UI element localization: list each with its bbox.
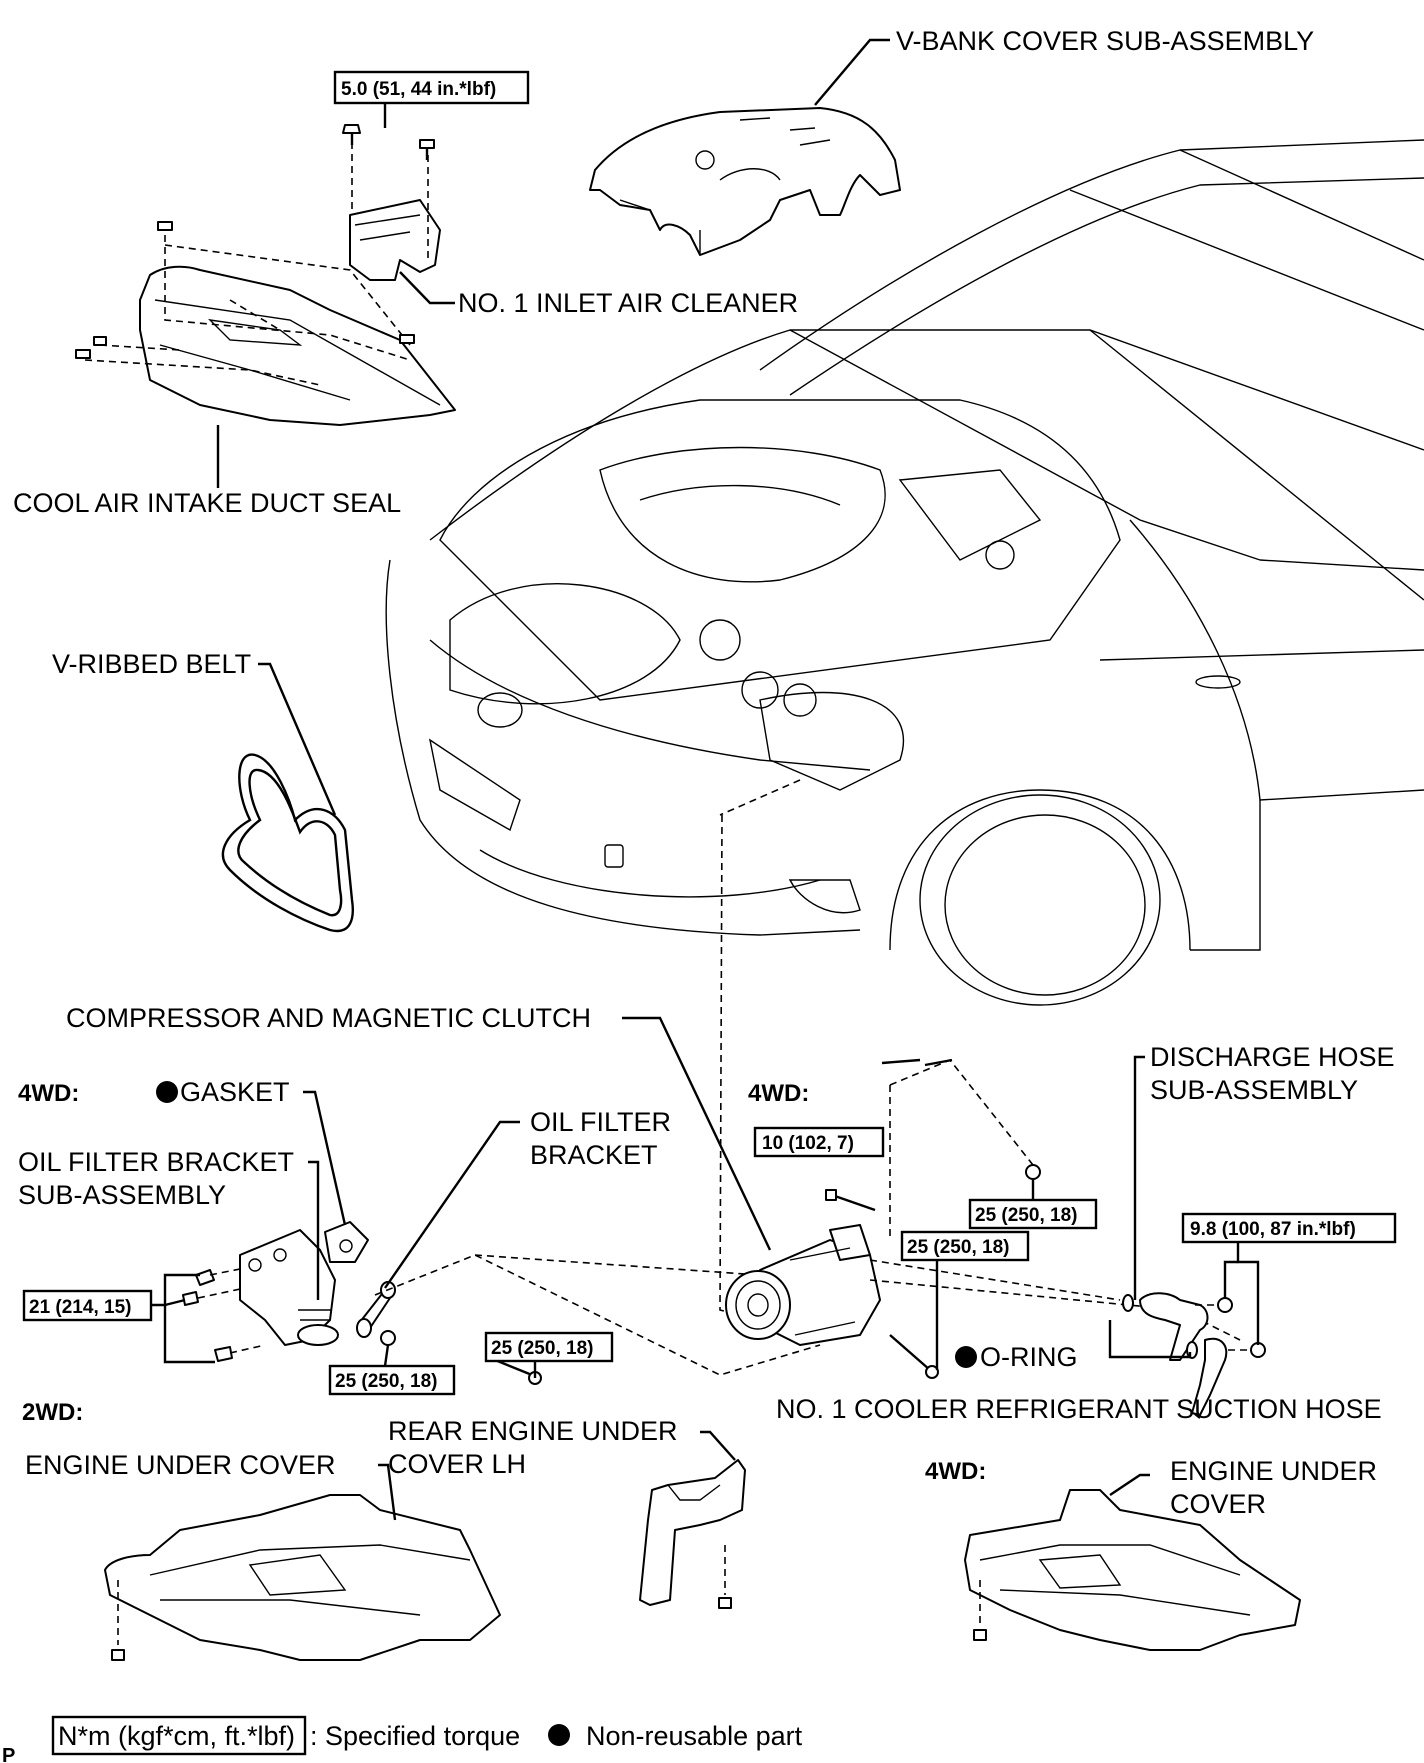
label-engine-under-cover-4wd-line2: COVER bbox=[1170, 1489, 1266, 1519]
v-ribbed-belt-illustration bbox=[221, 753, 354, 933]
leader-lines bbox=[216, 38, 1201, 1521]
legend: N*m (kgf*cm, ft.*lbf) : Specified torque… bbox=[51, 1715, 803, 1756]
label-v-ribbed-belt: V-RIBBED BELT bbox=[52, 649, 251, 679]
svg-text:25 (250, 18): 25 (250, 18) bbox=[491, 1338, 593, 1359]
oil-filter-bracket-sub-illustration bbox=[239, 1229, 339, 1346]
svg-text:25 (250, 18): 25 (250, 18) bbox=[335, 1371, 437, 1392]
torque-box-compressor-nut: 25 (250, 18) bbox=[968, 1198, 1098, 1230]
torque-box-bracket-nut: 25 (250, 18) bbox=[328, 1364, 456, 1396]
label-rear-engine-under-cover-line1: REAR ENGINE UNDER bbox=[388, 1416, 678, 1446]
legend-torque-text: : Specified torque bbox=[310, 1721, 520, 1751]
engine-under-cover-4wd-illustration bbox=[964, 1489, 1301, 1651]
nonreusable-dot-o-ring bbox=[955, 1346, 977, 1368]
torque-box-air-cleaner: 5.0 (51, 44 in.*lbf) bbox=[333, 70, 530, 105]
label-discharge-hose-line2: SUB-ASSEMBLY bbox=[1150, 1075, 1358, 1105]
torque-box-stud: 10 (102, 7) bbox=[753, 1126, 885, 1158]
torque-box-compressor-bolt: 25 (250, 18) bbox=[900, 1230, 1030, 1262]
svg-text:21 (214, 15): 21 (214, 15) bbox=[29, 1297, 131, 1318]
label-4wd-bottom: 4WD: bbox=[925, 1458, 986, 1485]
label-discharge-hose-line1: DISCHARGE HOSE bbox=[1150, 1042, 1395, 1072]
torque-box-hose-bolt: 9.8 (100, 87 in.*lbf) bbox=[1181, 1212, 1397, 1244]
label-v-bank-cover: V-BANK COVER SUB-ASSEMBLY bbox=[896, 26, 1314, 56]
gasket-illustration bbox=[324, 1221, 369, 1263]
legend-nonreusable-text: Non-reusable part bbox=[586, 1721, 803, 1751]
svg-text:9.8 (100, 87 in.*lbf): 9.8 (100, 87 in.*lbf) bbox=[1190, 1219, 1356, 1240]
nonreusable-dot-gasket bbox=[156, 1081, 178, 1103]
legend-nonreusable-dot bbox=[548, 1724, 570, 1746]
label-oil-filter-bracket-line2: BRACKET bbox=[530, 1140, 658, 1170]
suction-hose-illustration bbox=[1186, 1337, 1266, 1416]
label-compressor: COMPRESSOR AND MAGNETIC CLUTCH bbox=[66, 1003, 591, 1033]
vehicle-front-illustration bbox=[385, 139, 1424, 1006]
rear-engine-under-cover-illustration bbox=[639, 1459, 746, 1609]
label-4wd-mid: 4WD: bbox=[748, 1080, 809, 1107]
cool-air-duct-seal-illustration bbox=[75, 221, 456, 426]
v-bank-cover-illustration bbox=[589, 107, 901, 256]
label-engine-under-cover-2wd: ENGINE UNDER COVER bbox=[25, 1450, 336, 1480]
engine-under-cover-2wd-illustration bbox=[104, 1494, 501, 1661]
label-oil-filter-bracket-sub-line1: OIL FILTER BRACKET bbox=[18, 1147, 294, 1177]
torque-box-bracket-bolt: 25 (250, 18) bbox=[484, 1331, 614, 1363]
label-4wd-left: 4WD: bbox=[18, 1080, 79, 1107]
label-o-ring: O-RING bbox=[980, 1342, 1078, 1372]
label-inlet-air-cleaner: NO. 1 INLET AIR CLEANER bbox=[458, 288, 798, 318]
label-rear-engine-under-cover-line2: COVER LH bbox=[388, 1449, 526, 1479]
inlet-air-cleaner-illustration bbox=[342, 124, 441, 281]
compressor-illustration bbox=[725, 1058, 1041, 1379]
label-engine-under-cover-4wd-line1: ENGINE UNDER bbox=[1170, 1456, 1377, 1486]
label-gasket: GASKET bbox=[180, 1077, 290, 1107]
legend-torque-box bbox=[51, 1715, 307, 1756]
corner-mark: P bbox=[2, 1745, 15, 1763]
label-oil-filter-bracket-sub-line2: SUB-ASSEMBLY bbox=[18, 1180, 226, 1210]
label-2wd: 2WD: bbox=[22, 1399, 83, 1426]
legend-torque-units: N*m (kgf*cm, ft.*lbf) bbox=[58, 1721, 295, 1751]
svg-text:10 (102, 7): 10 (102, 7) bbox=[762, 1133, 854, 1154]
label-cool-air-duct-seal: COOL AIR INTAKE DUCT SEAL bbox=[13, 488, 401, 518]
svg-text:25 (250, 18): 25 (250, 18) bbox=[975, 1205, 1077, 1226]
svg-text:5.0 (51, 44 in.*lbf): 5.0 (51, 44 in.*lbf) bbox=[341, 79, 496, 100]
left-bolts-illustration bbox=[182, 1267, 266, 1362]
torque-box-bracket-left: 21 (214, 15) bbox=[22, 1289, 153, 1322]
label-suction-hose: NO. 1 COOLER REFRIGERANT SUCTION HOSE bbox=[776, 1394, 1382, 1424]
label-oil-filter-bracket-line1: OIL FILTER bbox=[530, 1107, 671, 1137]
svg-text:25 (250, 18): 25 (250, 18) bbox=[907, 1237, 1009, 1258]
torque-leaders bbox=[151, 103, 1260, 1378]
